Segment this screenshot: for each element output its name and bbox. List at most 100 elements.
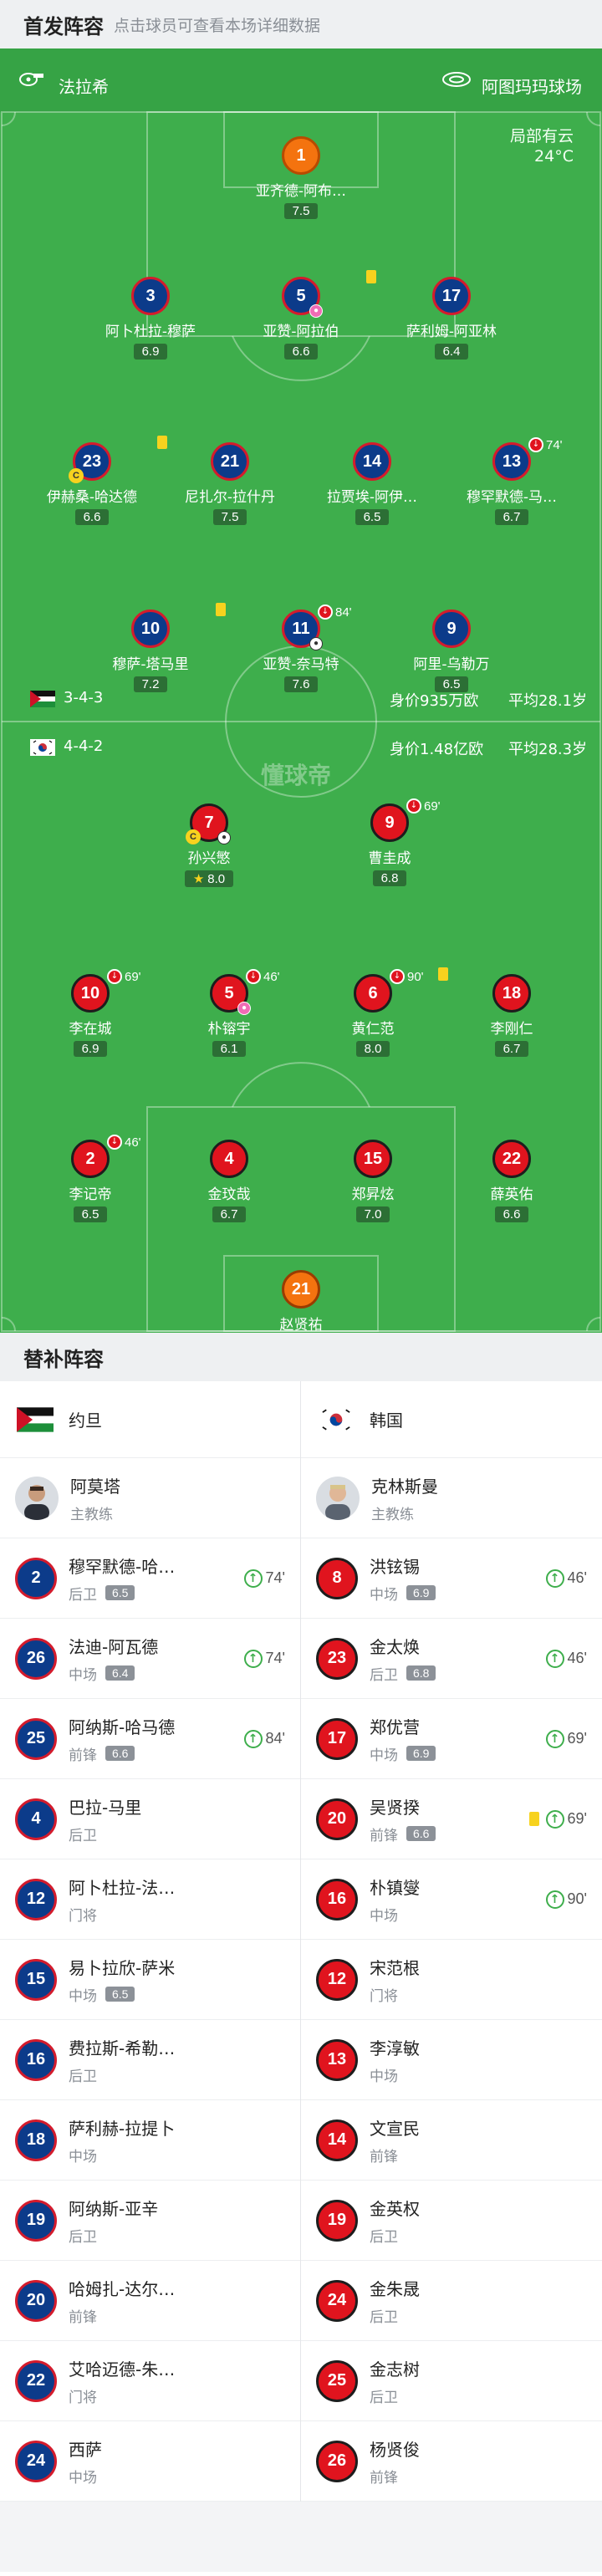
jersey-number: 22	[492, 1140, 531, 1178]
sub-jersey-number: 25	[316, 2359, 358, 2402]
rating-value: 7.0	[364, 1207, 382, 1222]
rating-value: 6.6	[503, 1207, 521, 1222]
sub-on-minute: 46'	[567, 1569, 587, 1586]
coach-avatar	[316, 1476, 360, 1520]
player-name: 萨利姆-阿亚林	[406, 324, 497, 340]
sub-player-position: 后卫	[370, 2308, 398, 2326]
player-rating: 6.6	[283, 344, 319, 360]
korea-coach-row[interactable]: 克林斯曼 主教练	[301, 1458, 602, 1538]
rating-value: 6.6	[292, 344, 310, 359]
yellow-card-icon	[366, 270, 376, 283]
korea-value: 身价1.48亿欧	[390, 741, 484, 758]
sub-player-rating: 6.9	[406, 1585, 436, 1600]
sub-player-rating: 6.8	[406, 1665, 436, 1681]
rating-value: 6.1	[220, 1042, 238, 1056]
sub-off-minute: 90'	[407, 969, 424, 984]
rating-value: 6.6	[83, 510, 101, 524]
temperature-text: 24°C	[534, 147, 574, 166]
sub-off-arrow-icon: ↓	[318, 604, 333, 620]
sub-player-position: 门将	[69, 2389, 97, 2406]
sub-jersey-number: 26	[15, 1637, 57, 1680]
sub-jersey-number: 13	[316, 2038, 358, 2081]
sub-player-position: 中场	[69, 1987, 97, 2005]
sub-on-minute: 69'	[567, 1810, 587, 1827]
sub-player-name: 易卜拉欣-萨米	[69, 1957, 176, 1978]
whistle-icon	[19, 73, 43, 86]
sub-player-name: 文宣民	[370, 2118, 420, 2139]
rating-value: 6.4	[442, 344, 461, 359]
field-lines	[1, 111, 601, 1332]
sub-on-arrow-icon: ↑	[545, 1649, 564, 1668]
captain-badge: C	[69, 468, 84, 483]
jordan-team-name: 约旦	[69, 1410, 102, 1431]
sub-jersey-number: 26	[316, 2440, 358, 2482]
sub-player-position: 前锋	[370, 2469, 398, 2487]
player-name: 赵贤祐	[279, 1317, 323, 1333]
player-rating: 6.8	[372, 870, 407, 886]
sub-on-minute: 74'	[265, 1650, 285, 1666]
player-name: 阿卜杜拉-穆萨	[105, 324, 196, 340]
pitch: 法拉希 阿图玛玛球场 局部有云 24°C 懂球帝 3-4-3 身价935万欧 平…	[0, 48, 602, 1333]
substituted-off-marker: ↓69'	[107, 969, 141, 984]
sub-on-minute: 74'	[265, 1569, 285, 1586]
own-goal-ball-icon: ●	[309, 304, 323, 318]
pitch-topbar	[0, 48, 602, 112]
player-card[interactable]: 13↓74'穆罕默德-马…6.7	[445, 437, 579, 525]
player-name: 朴镕宇	[207, 1021, 251, 1038]
goal-ball-icon: ●	[309, 637, 323, 650]
jersey-number: 21	[211, 442, 249, 481]
sub-jersey-number: 22	[15, 2359, 57, 2402]
sub-jersey-number: 8	[316, 1557, 358, 1599]
sub-off-minute: 69'	[125, 969, 141, 984]
jordan-coach-row[interactable]: 阿莫塔 主教练	[0, 1458, 300, 1538]
jersey-number: 10	[131, 610, 170, 648]
sub-on-minute: 84'	[265, 1730, 285, 1747]
player-card[interactable]: 21赵贤祐6.5	[234, 1270, 368, 1333]
